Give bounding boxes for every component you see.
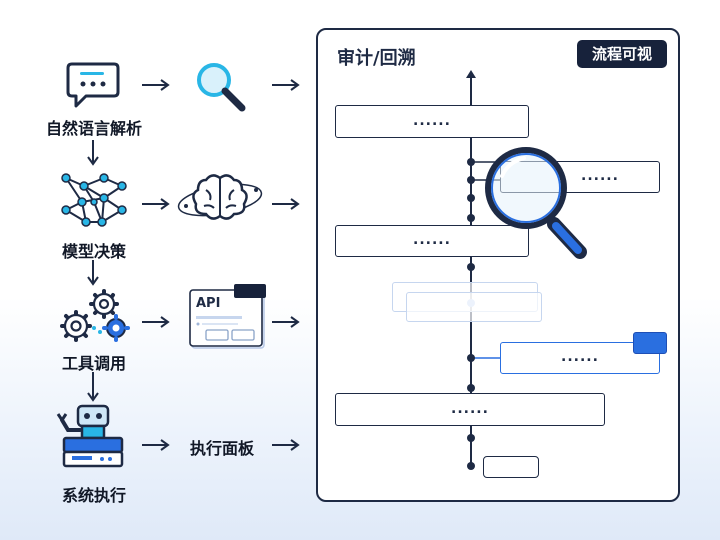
- gears-icon: [58, 288, 134, 346]
- step-label-parse: 自然语言解析: [45, 119, 142, 138]
- down-arrow-icon: [86, 140, 100, 170]
- timeline-dot: [467, 214, 475, 222]
- down-arrow-icon: [86, 260, 100, 290]
- timeline-dot: [467, 194, 475, 202]
- right-arrow-icon: [272, 437, 300, 456]
- magnifier-icon: [192, 60, 250, 114]
- exec-panel-label: 执行面板: [189, 439, 254, 458]
- log-entry[interactable]: ......: [335, 393, 605, 426]
- api-card: API: [188, 284, 268, 350]
- timeline-dot: [467, 176, 475, 184]
- robot-icon: [50, 402, 130, 472]
- brain-icon: [176, 168, 264, 230]
- ghost-entry: [406, 292, 542, 322]
- step-label-tool-call: 工具调用: [61, 354, 126, 373]
- neural-network-icon: [60, 170, 128, 232]
- step-label-decision: 模型决策: [61, 242, 126, 261]
- chat-bubble-icon: [66, 60, 120, 110]
- right-arrow-icon: [142, 314, 170, 333]
- right-arrow-icon: [142, 437, 170, 456]
- timeline-dot: [467, 263, 475, 271]
- api-label: API: [196, 296, 221, 311]
- timeline-dot: [467, 384, 475, 392]
- log-entry[interactable]: ......: [335, 225, 529, 257]
- timeline-dot: [467, 158, 475, 166]
- flow-visible-badge: 流程可视: [577, 40, 667, 68]
- right-arrow-icon: [272, 77, 300, 96]
- magnifier-overlay-icon: [482, 146, 592, 264]
- right-arrow-icon: [272, 314, 300, 333]
- down-arrow-icon: [86, 372, 100, 406]
- empty-entry[interactable]: [483, 456, 539, 478]
- right-arrow-icon: [142, 77, 170, 96]
- step-label-execute: 系统执行: [61, 486, 126, 505]
- entry-tag: [633, 332, 667, 354]
- timeline-dot: [467, 434, 475, 442]
- right-arrow-icon: [272, 196, 300, 215]
- timeline-dot: [467, 354, 475, 362]
- timeline-dot: [467, 462, 475, 470]
- panel-title: 审计/回溯: [337, 48, 416, 69]
- log-entry[interactable]: ......: [335, 105, 529, 138]
- right-arrow-icon: [142, 196, 170, 215]
